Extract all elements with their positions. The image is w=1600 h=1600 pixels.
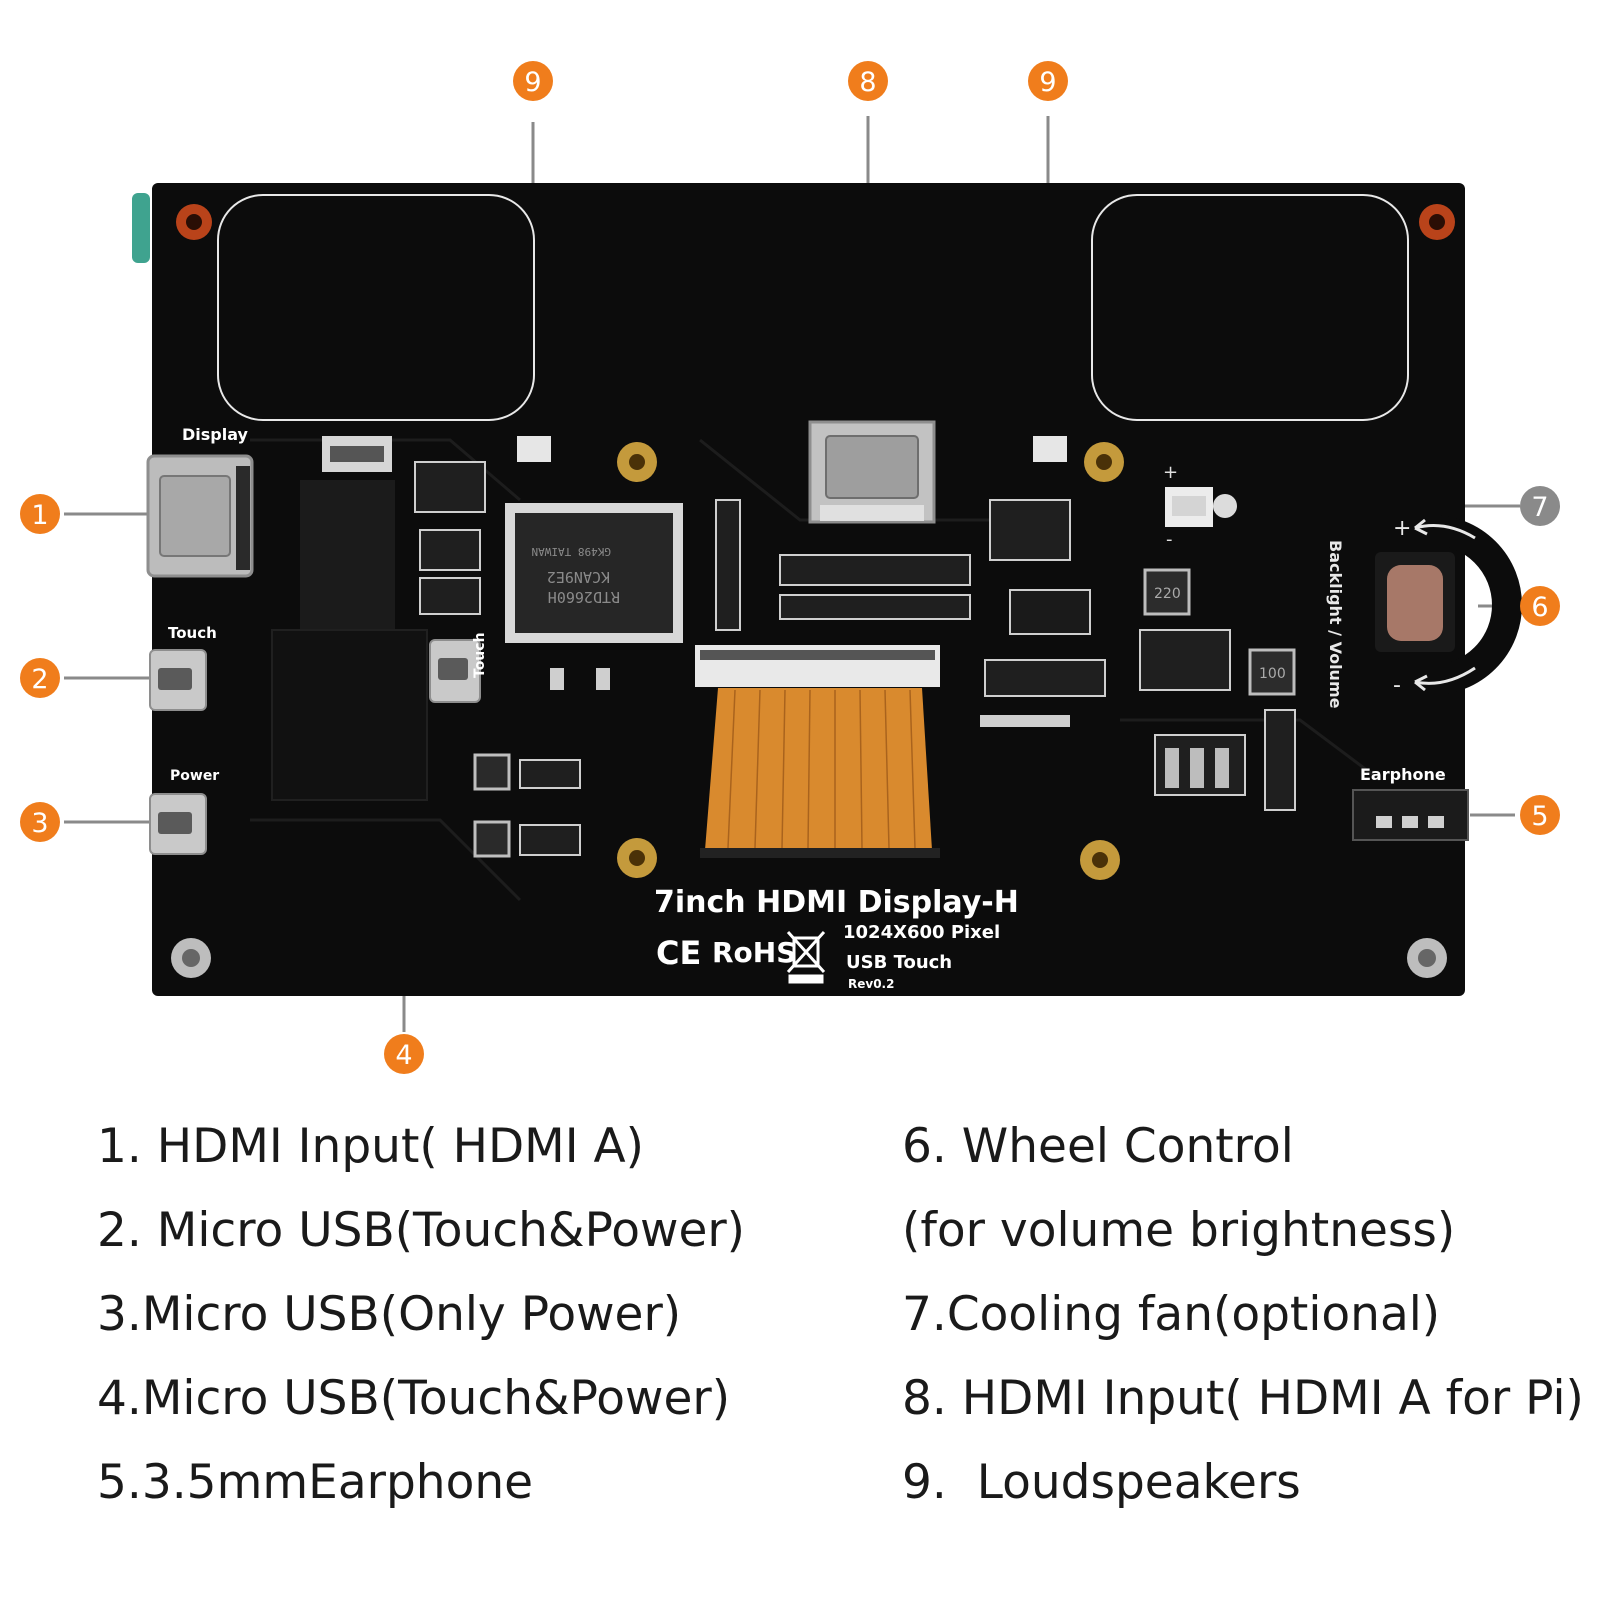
legend-item-8: 8. HDMI Input( HDMI A for Pi) <box>902 1371 1584 1426</box>
callout-1: 1 <box>20 494 60 534</box>
earphone-jack <box>1352 789 1469 841</box>
weee-bin-icon <box>786 930 826 984</box>
speaker-outline-left <box>217 194 535 421</box>
speaker-outline-right <box>1091 194 1409 421</box>
main-chip: RTD2660H KCAN9E2 GK498 TAIWAN <box>505 503 683 643</box>
legend-item-4: 4.Micro USB(Touch&Power) <box>97 1371 731 1426</box>
legend-item-9: 9. Loudspeakers <box>902 1455 1301 1510</box>
shield-pad-lower <box>271 629 428 801</box>
board-revision: Rev0.2 <box>848 977 894 991</box>
board-resolution: 1024X600 Pixel <box>843 922 1000 943</box>
fan-plus-label: + <box>1163 462 1178 483</box>
mounting-holes <box>171 204 1455 978</box>
board-touch-type: USB Touch <box>846 952 952 973</box>
hdmi-display-port <box>146 454 254 578</box>
svg-text:9: 9 <box>1039 67 1056 98</box>
touch-silk-label: Touch <box>168 624 217 642</box>
callout-2: 2 <box>20 658 60 698</box>
earphone-silk-label: Earphone <box>1360 765 1446 784</box>
svg-text:6: 6 <box>1531 592 1548 623</box>
legend-item-5: 5.3.5mmEarphone <box>97 1455 534 1510</box>
legend-item-2: 2. Micro USB(Touch&Power) <box>97 1203 746 1258</box>
callout-5: 5 <box>1520 795 1560 835</box>
fan-icon <box>1213 494 1237 518</box>
svg-text:3: 3 <box>31 808 48 839</box>
legend-item-3: 3.Micro USB(Only Power) <box>97 1287 682 1342</box>
wheel-plus-label: + <box>1393 516 1411 541</box>
inductor-220-label: 220 <box>1154 586 1181 602</box>
legend-item-7: 7.Cooling fan(optional) <box>902 1287 1441 1342</box>
callout-7: 7 <box>1520 486 1560 526</box>
hdmi-pi-port <box>808 420 936 524</box>
wheel-arrow-down-icon <box>1414 666 1476 685</box>
wheel-control: + - Backlight / Volume <box>1326 515 1522 709</box>
legend-item-6: 6. Wheel Control <box>902 1119 1294 1174</box>
svg-text:7: 7 <box>1531 492 1548 523</box>
inductor-100-label: 100 <box>1259 666 1286 682</box>
callout-8: 8 <box>848 61 888 101</box>
chip-line-2: KCAN9E2 <box>547 568 610 586</box>
svg-text:9: 9 <box>524 67 541 98</box>
chip-line-3: GK498 TAIWAN <box>532 545 611 558</box>
micro-usb-touch-port <box>149 649 207 711</box>
svg-text:2: 2 <box>31 664 48 695</box>
legend-left: 1. HDMI Input( HDMI A) 2. Micro USB(Touc… <box>97 1105 745 1525</box>
legend-item-1: 1. HDMI Input( HDMI A) <box>97 1119 645 1174</box>
shield-pad-left <box>300 480 395 630</box>
ribbon-connector-top <box>322 436 392 472</box>
callout-3: 3 <box>20 802 60 842</box>
display-flex-cable <box>695 645 940 858</box>
power-silk-label: Power <box>170 768 219 784</box>
svg-text:1: 1 <box>31 500 48 531</box>
ce-mark: CE <box>656 934 701 972</box>
pcb-board <box>132 183 1465 996</box>
micro-usb-power-port <box>149 793 207 855</box>
fan-minus-label: - <box>1166 529 1173 550</box>
wheel-minus-label: - <box>1393 673 1401 698</box>
touch-inner-silk-label: Touch <box>472 632 488 678</box>
legend-right: 6. Wheel Control (for volume brightness)… <box>902 1105 1584 1525</box>
callout-9a: 9 <box>513 61 553 101</box>
components: 220 100 <box>414 436 1296 858</box>
callout-9b: 9 <box>1028 61 1068 101</box>
svg-text:4: 4 <box>395 1040 412 1071</box>
callout-4: 4 <box>384 1034 424 1074</box>
svg-text:5: 5 <box>1531 801 1548 832</box>
legend-item-6-note: (for volume brightness) <box>902 1203 1456 1258</box>
callout-6: 6 <box>1520 586 1560 626</box>
chip-line-1: RTD2660H <box>548 588 620 606</box>
display-silk-label: Display <box>182 425 249 444</box>
svg-text:8: 8 <box>859 67 876 98</box>
micro-usb-inner-port <box>429 639 481 703</box>
rohs-mark: RoHS <box>712 936 796 969</box>
board-title: 7inch HDMI Display-H <box>654 885 1019 920</box>
wheel-arrow-up-icon <box>1414 524 1476 540</box>
backlight-volume-label: Backlight / Volume <box>1326 540 1345 709</box>
fan-connector: + - <box>1163 462 1237 550</box>
